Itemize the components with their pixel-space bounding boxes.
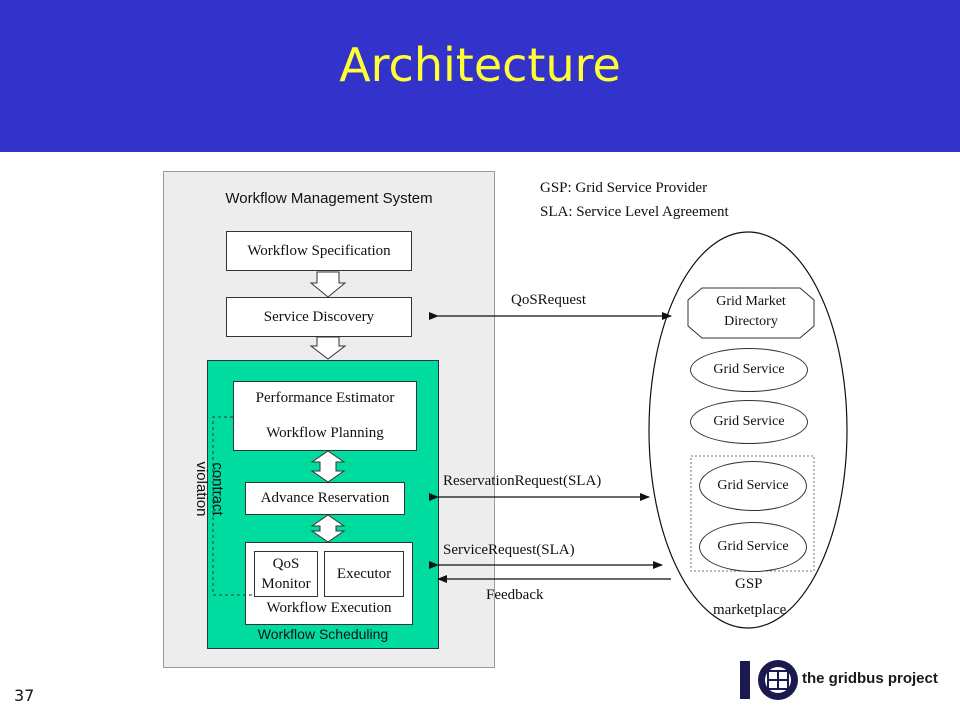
workflow-specification-box: Workflow Specification: [226, 231, 412, 271]
grid-market-directory-shape: [687, 287, 815, 339]
qos-monitor-line2: Monitor: [261, 576, 311, 592]
flow-arrow-discovery-scheduling: [309, 336, 347, 360]
title-banner: [0, 0, 960, 152]
reservation-request-label: ReservationRequest(SLA): [443, 473, 602, 489]
advance-reservation-box: Advance Reservation: [245, 482, 405, 515]
marketplace-label: marketplace: [713, 602, 787, 618]
directory-line1: Grid Market: [716, 294, 786, 309]
legend-gsp: GSP: Grid Service Provider: [540, 180, 708, 196]
service-discovery-box: Service Discovery: [226, 297, 412, 337]
workflow-planning-label: Workflow Planning: [266, 425, 384, 441]
flow-arrow-planning-reservation: [310, 450, 346, 483]
gsp-grid-service-2: Grid Service: [699, 522, 807, 572]
qos-monitor-line1: QoS: [272, 556, 300, 572]
page-number: 37: [14, 686, 35, 705]
qos-monitor-box: QoS Monitor: [254, 551, 318, 597]
gsp-grid-service-1: Grid Service: [699, 461, 807, 511]
executor-box: Executor: [324, 551, 404, 597]
gridbus-logo-mark: [740, 660, 798, 700]
gsp-label: GSP: [735, 576, 763, 592]
workflow-execution-label: Workflow Execution: [266, 600, 392, 616]
flow-arrow-reservation-execution: [310, 514, 346, 543]
performance-estimator-label: Performance Estimator: [255, 390, 395, 406]
legend-sla: SLA: Service Level Agreement: [540, 204, 729, 220]
directory-line2: Directory: [724, 314, 778, 329]
workflow-scheduling-label: Workflow Scheduling: [257, 626, 389, 642]
grid-market-directory: Grid Market Directory: [688, 292, 814, 332]
slide-title: Architecture: [339, 38, 621, 92]
qos-request-label: QoSRequest: [511, 292, 586, 308]
planning-box: [233, 381, 417, 451]
grid-service-2: Grid Service: [690, 400, 808, 444]
flow-arrow-spec-discovery: [309, 271, 347, 298]
gsp-dotted-box: [690, 455, 815, 572]
service-request-label: ServiceRequest(SLA): [443, 542, 575, 558]
grid-service-1: Grid Service: [690, 348, 808, 392]
gridbus-logo-text: the gridbus project: [802, 670, 938, 687]
feedback-label: Feedback: [486, 587, 544, 603]
wms-title: Workflow Management System: [225, 190, 433, 207]
contract-violation-loop: [212, 416, 254, 596]
